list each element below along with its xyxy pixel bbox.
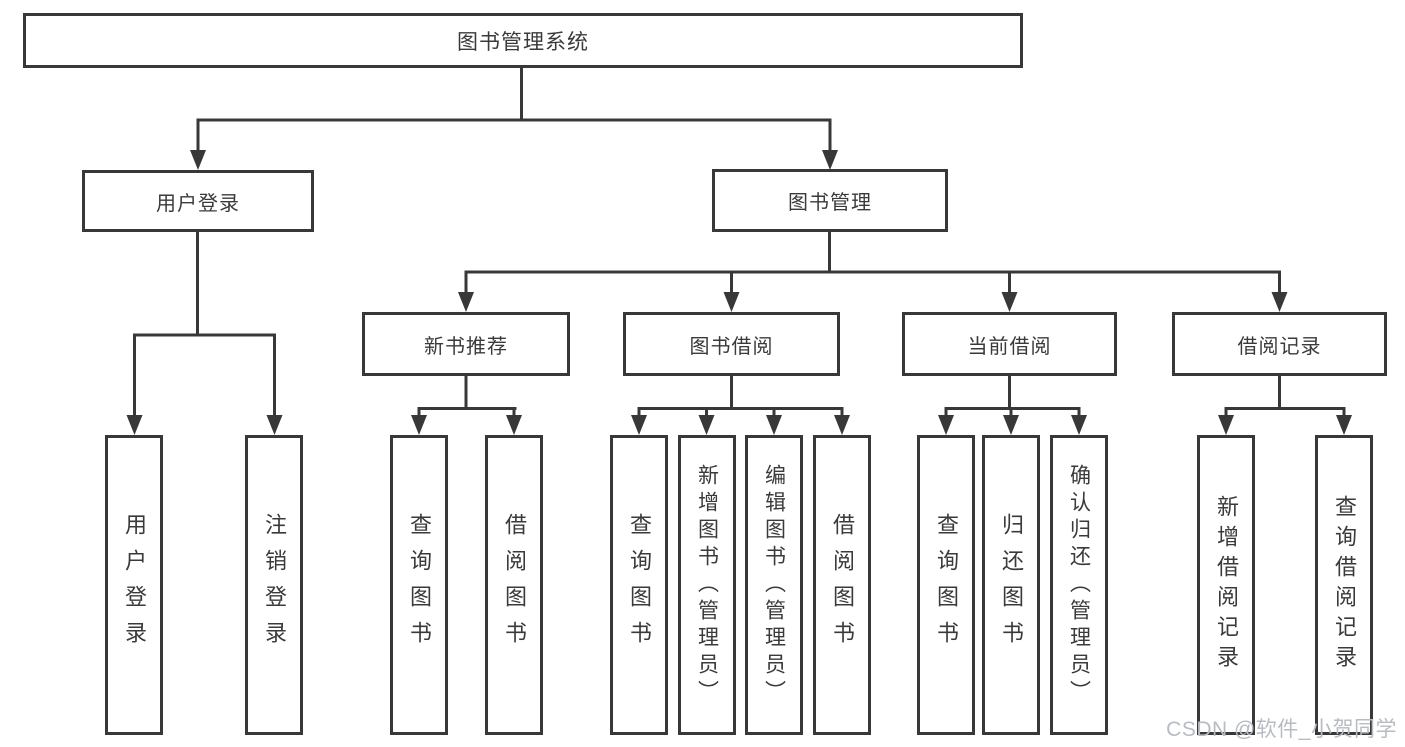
node-user-login: 用户登录 [82, 170, 314, 232]
leaf-query-books-recommend: 查询图书 [390, 435, 448, 735]
leaf-edit-book-admin: 编辑图书（管理员） [745, 435, 803, 735]
node-user-login-label: 用户登录 [156, 192, 240, 215]
arrowhead-icons [126, 150, 1352, 435]
leaf-query-borrow-record: 查询借阅记录 [1315, 435, 1373, 735]
leaf-confirm-return-admin: 确认归还（管理员） [1050, 435, 1108, 735]
node-current-borrow: 当前借阅 [902, 312, 1117, 376]
leaf-borrow-books-recommend: 借阅图书 [485, 435, 543, 735]
leaf-add-book-admin: 新增图书（管理员） [678, 435, 736, 735]
leaf-add-borrow-record: 新增借阅记录 [1197, 435, 1255, 735]
node-borrow-records-label: 借阅记录 [1237, 335, 1322, 358]
root-node-label: 图书管理系统 [457, 30, 589, 54]
leaf-user-login: 用户登录 [105, 435, 163, 735]
node-current-borrow-label: 当前借阅 [967, 335, 1052, 358]
node-borrow-records: 借阅记录 [1172, 312, 1387, 376]
leaf-query-books-borrow: 查询图书 [610, 435, 668, 735]
node-book-management-label: 图书管理 [788, 192, 872, 214]
root-node: 图书管理系统 [23, 13, 1023, 68]
leaf-return-book: 归还图书 [982, 435, 1040, 735]
leaf-borrow-books: 借阅图书 [813, 435, 871, 735]
node-book-management: 图书管理 [712, 169, 948, 232]
leaf-query-books-current: 查询图书 [917, 435, 975, 735]
node-book-borrow: 图书借阅 [623, 312, 840, 376]
node-new-book-recommend: 新书推荐 [362, 312, 570, 376]
node-book-borrow-label: 图书借阅 [689, 335, 774, 358]
leaf-logout: 注销登录 [245, 435, 303, 735]
csdn-watermark: CSDN @软件_小贺同学 [1166, 718, 1397, 741]
node-new-book-recommend-label: 新书推荐 [424, 335, 508, 358]
